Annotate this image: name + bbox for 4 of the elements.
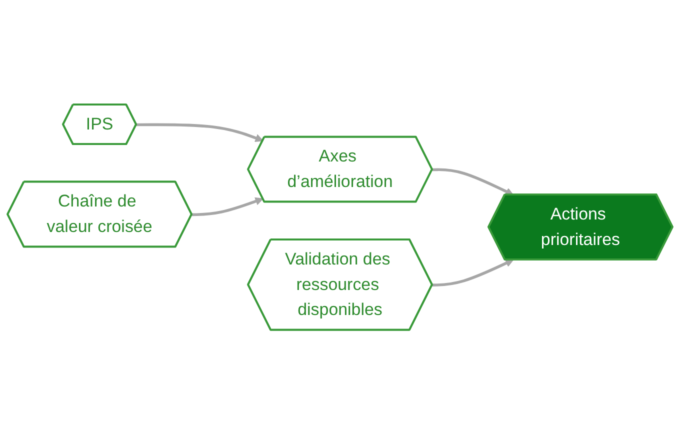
arrow	[192, 197, 264, 216]
arrow	[136, 123, 264, 142]
arrow	[432, 168, 514, 196]
arrow	[432, 259, 514, 286]
